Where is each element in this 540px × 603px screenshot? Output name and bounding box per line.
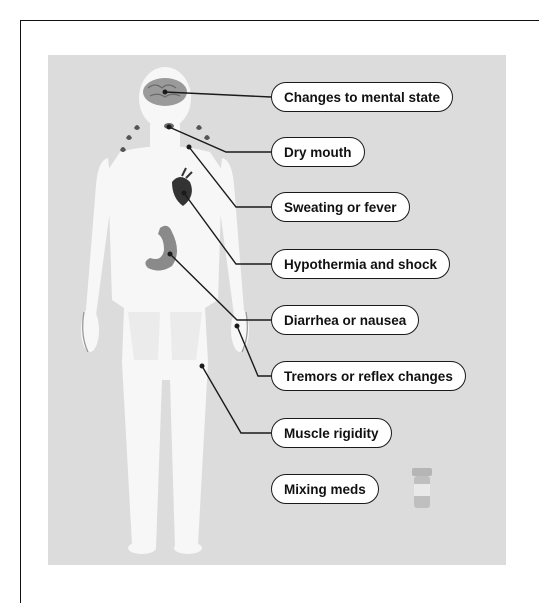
label-mental-state: Changes to mental state	[271, 82, 453, 112]
label-sweating: Sweating or fever	[271, 192, 410, 222]
label-muscle-rigidity: Muscle rigidity	[271, 418, 392, 448]
label-tremors: Tremors or reflex changes	[271, 361, 466, 391]
label-hypothermia: Hypothermia and shock	[271, 249, 450, 279]
label-dry-mouth: Dry mouth	[271, 137, 365, 167]
pill-bottle-icon	[412, 468, 432, 508]
label-diarrhea: Diarrhea or nausea	[271, 305, 419, 335]
body-silhouette	[81, 67, 249, 554]
label-mixing-meds: Mixing meds	[271, 474, 379, 504]
